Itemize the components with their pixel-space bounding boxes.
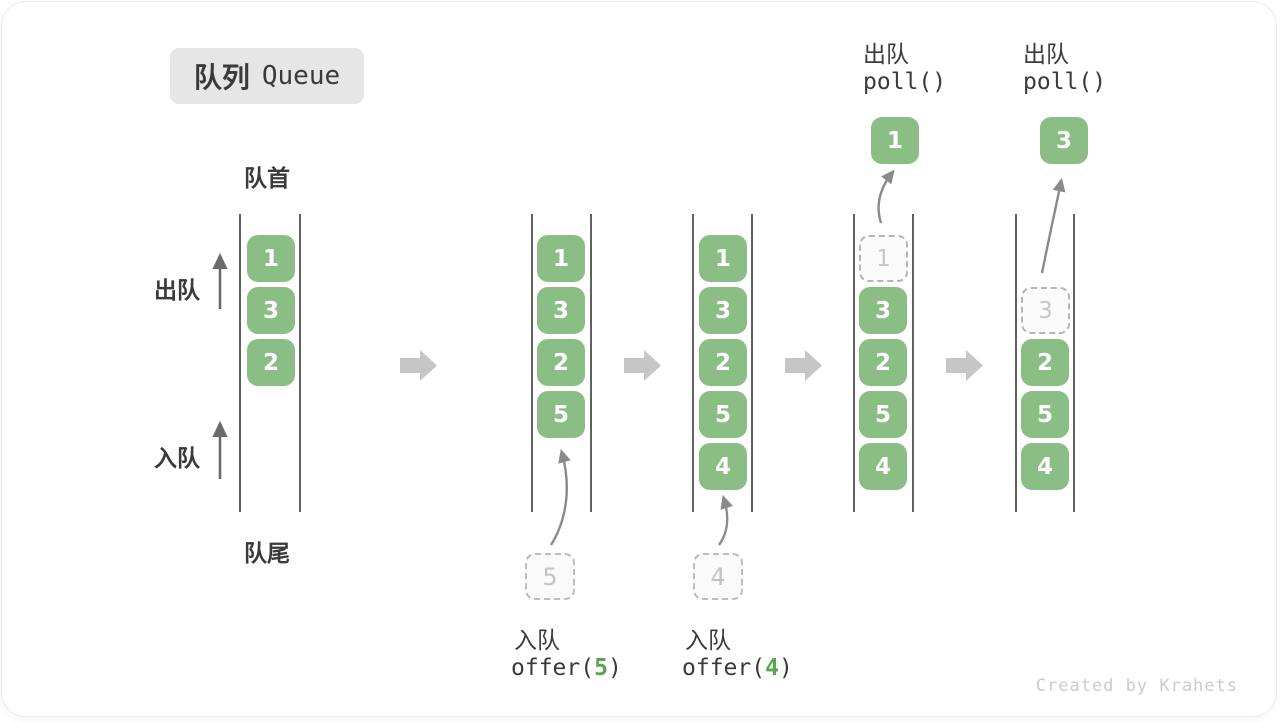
queue-wall-left: [531, 214, 533, 512]
pending-cell: 4: [693, 553, 743, 600]
queue-wall-right: [751, 214, 753, 512]
queue-cell: 3: [247, 287, 295, 334]
queue-cell: 1: [699, 235, 747, 282]
label-queue-rear: 队尾: [244, 540, 290, 566]
op-label-enqueue: 入队: [685, 627, 731, 653]
title-zh: 队列: [193, 62, 250, 93]
title-badge: 队列 Queue: [170, 48, 364, 104]
op-code-offer-4: offer(4): [682, 655, 793, 681]
pending-cell: 5: [525, 553, 575, 600]
queue-cell: 5: [1021, 391, 1069, 438]
watermark: Created by Krahets: [1035, 676, 1238, 696]
label-queue-front: 队首: [244, 165, 290, 191]
queue-wall-left: [1015, 214, 1017, 512]
queue-wall-right: [299, 214, 301, 512]
queue-cell: 1: [247, 235, 295, 282]
queue-cell: 1: [537, 235, 585, 282]
queue-cell: 2: [247, 339, 295, 386]
code-post: ): [778, 655, 793, 681]
queue-cell: 2: [859, 339, 907, 386]
queue-cell: 4: [1021, 443, 1069, 490]
code-post: ): [607, 655, 622, 681]
next-state-arrow-icon: [624, 350, 661, 381]
queue-wall-right: [590, 214, 592, 512]
code-arg: 4: [765, 655, 779, 681]
queue-cell: 3: [859, 287, 907, 334]
queue-cell: 2: [537, 339, 585, 386]
dequeue-1-arrow-icon: [877, 169, 895, 224]
dequeued-cell: 3: [1040, 117, 1088, 164]
code-pre: offer(: [511, 655, 595, 681]
op-label-enqueue: 入队: [514, 627, 560, 653]
queue-cell: 2: [699, 339, 747, 386]
op-code-poll: poll(): [863, 69, 947, 95]
ghost-cell: 1: [859, 235, 908, 282]
next-state-arrow-icon: [400, 350, 437, 381]
queue-cell: 3: [537, 287, 585, 334]
ghost-cell: 3: [1021, 287, 1070, 334]
dequeued-cell: 1: [871, 117, 919, 164]
op-label-dequeue: 出队: [1023, 41, 1069, 67]
queue-wall-right: [1073, 214, 1075, 512]
code-pre: offer(: [682, 655, 766, 681]
op-label-dequeue: 出队: [863, 41, 909, 67]
label-dequeue-left: 出队: [154, 277, 200, 303]
queue-cell: 2: [1021, 339, 1069, 386]
label-enqueue-left: 入队: [154, 445, 200, 471]
queue-cell: 3: [699, 287, 747, 334]
enqueue-4-arrow-icon: [718, 494, 733, 546]
dequeue-3-arrow-icon: [1040, 177, 1066, 274]
next-state-arrow-icon: [785, 350, 822, 381]
queue-wall-left: [853, 214, 855, 512]
queue-wall-right: [912, 214, 914, 512]
queue-cell: 5: [537, 391, 585, 438]
queue-cell: 5: [699, 391, 747, 438]
code-arg: 5: [594, 655, 608, 681]
enqueue-5-arrow-icon: [549, 448, 571, 546]
queue-wall-left: [239, 214, 241, 512]
op-code-poll: poll(): [1023, 69, 1107, 95]
queue-cell: 5: [859, 391, 907, 438]
title-en: Queue: [261, 61, 341, 91]
next-state-arrow-icon: [946, 350, 983, 381]
op-code-offer-5: offer(5): [511, 655, 622, 681]
queue-cell: 4: [699, 443, 747, 490]
queue-cell: 4: [859, 443, 907, 490]
queue-wall-left: [692, 214, 694, 512]
